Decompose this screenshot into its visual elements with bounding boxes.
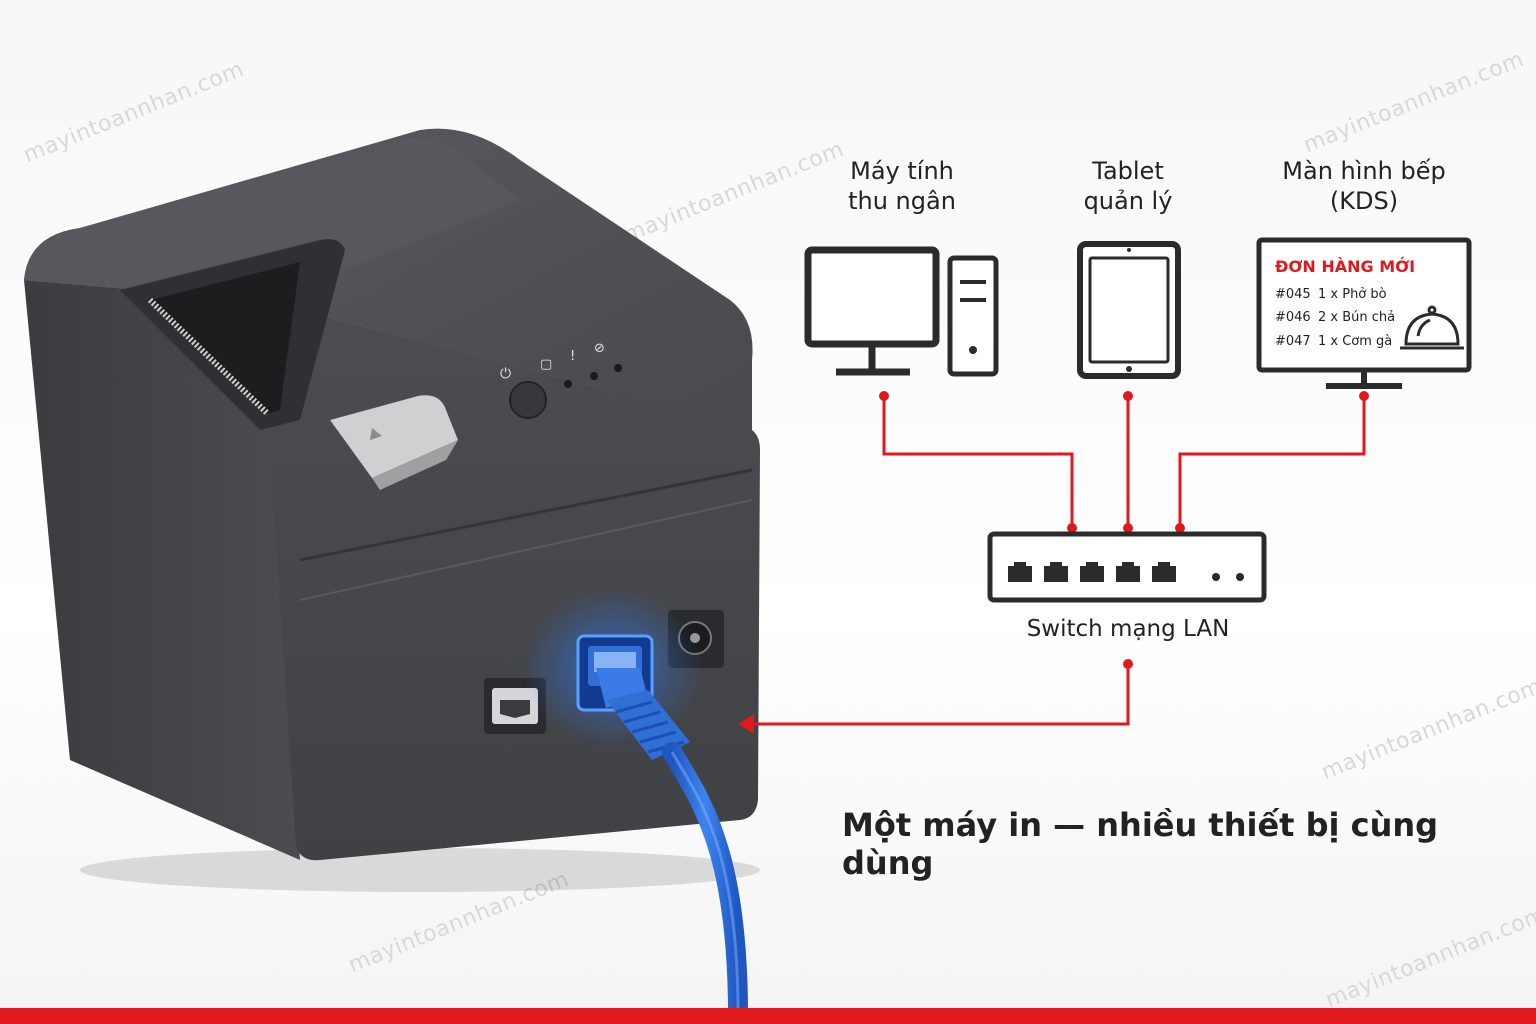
desktop-computer-icon (804, 246, 999, 377)
device-label-line: Tablet (1092, 157, 1164, 185)
device-label-line: Màn hình bếp (1282, 157, 1446, 185)
kds-order-item: 1 x Cơm gà (1318, 334, 1392, 349)
kds-order-id: #046 (1275, 310, 1311, 325)
device-label-line: Máy tính (850, 157, 954, 185)
svg-text:⊘: ⊘ (594, 341, 605, 356)
tablet-icon (1077, 241, 1181, 379)
svg-text:!: ! (570, 349, 575, 364)
connector-pc-to-switch (882, 396, 1074, 528)
thermal-printer-illustration: ⏻ ▢ ! ⊘ (24, 128, 760, 1024)
kds-order-item: 2 x Bún chả (1318, 310, 1395, 325)
device-label-tablet: Tablet quản lý (1050, 156, 1206, 216)
arrow-head-icon (738, 714, 754, 734)
kds-order-id: #047 (1275, 334, 1311, 349)
brand-bottom-bar (0, 1008, 1536, 1024)
device-label-pc: Máy tính thu ngân (810, 156, 994, 216)
network-switch-icon (987, 531, 1267, 603)
device-label-line: (KDS) (1329, 187, 1399, 215)
svg-text:▢: ▢ (540, 357, 552, 372)
connector-kds-to-switch (1178, 396, 1366, 528)
device-label-kds: Màn hình bếp (KDS) (1270, 156, 1458, 216)
switch-label: Switch mạng LAN (1026, 616, 1230, 642)
connector-switch-to-printer (742, 664, 1130, 726)
device-label-line: quản lý (1083, 187, 1173, 215)
kds-order-list: #045 1 x Phở bò #046 2 x Bún chả #047 1 … (1275, 287, 1395, 349)
kds-order-item: 1 x Phở bò (1318, 287, 1387, 302)
kds-screen-title: ĐƠN HÀNG MỚI (1275, 257, 1415, 276)
svg-text:⏻: ⏻ (500, 366, 511, 382)
diagram-caption: Một máy in — nhiều thiết bị cùng dùng (842, 806, 1439, 882)
device-label-line: thu ngân (848, 187, 956, 215)
kds-order-id: #045 (1275, 287, 1311, 302)
serving-bell-icon (1400, 305, 1464, 350)
monitor-icon (1256, 237, 1472, 389)
